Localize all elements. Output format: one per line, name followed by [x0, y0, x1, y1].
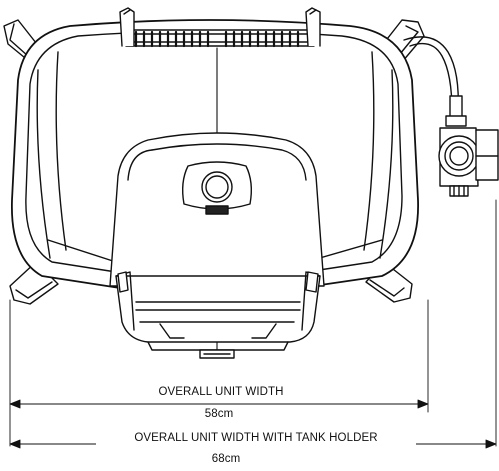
- rear-hinge-posts: [119, 7, 321, 47]
- thermometer-icon: [181, 161, 253, 215]
- front-handle: [115, 271, 321, 359]
- tank-width-value: 68cm: [194, 452, 258, 466]
- rear-vent-grille: [125, 29, 315, 48]
- dimension-extension-lines: [9, 199, 497, 447]
- tank-width-label: OVERALL UNIT WIDTH WITH TANK HOLDER: [96, 431, 416, 445]
- unit-width-label: OVERALL UNIT WIDTH: [137, 385, 305, 399]
- dimension-line-unit-width: [9, 399, 429, 409]
- gas-hose-and-regulator: [403, 36, 499, 197]
- unit-width-value: 58cm: [187, 407, 251, 421]
